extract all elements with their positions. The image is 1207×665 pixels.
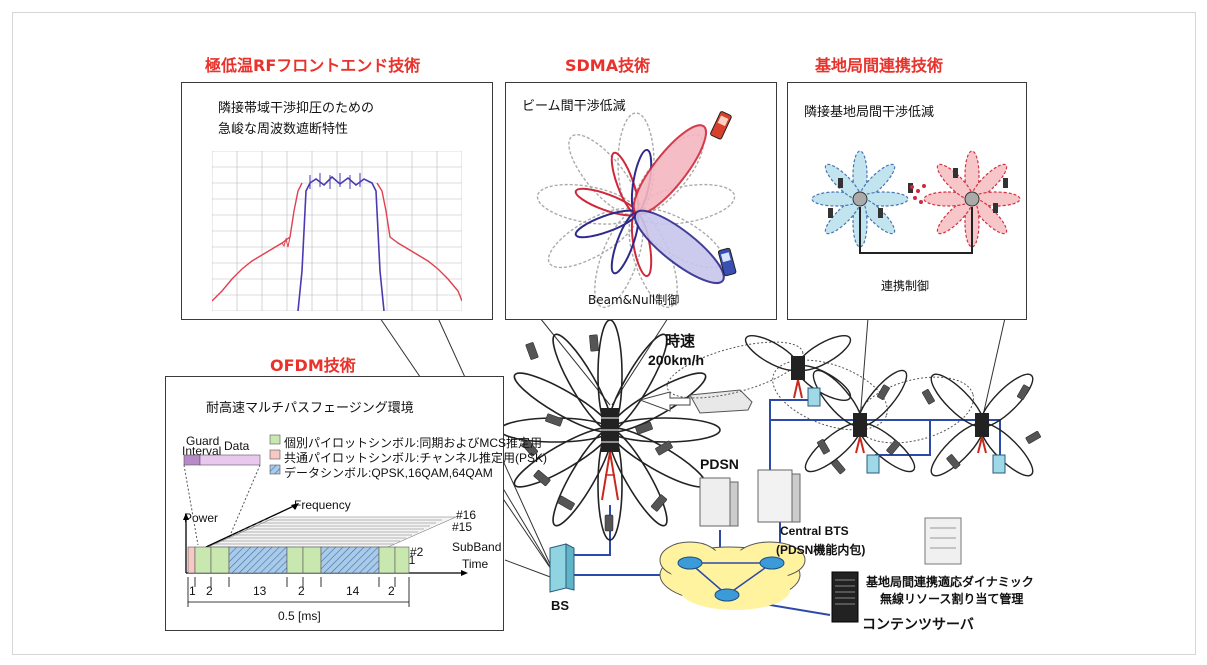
interference-dots: [910, 184, 926, 204]
segment-4: 2: [298, 584, 305, 598]
panel-sdma: ビーム間干渉低減: [505, 82, 777, 320]
sdma-heading: ビーム間干渉低減: [522, 99, 626, 114]
data-bar: [199, 454, 261, 466]
ofdm-heading: 耐高速マルチパスフェージング環境: [206, 401, 414, 416]
subband-16-label: #16: [456, 508, 477, 522]
mobile-terminals-right: [817, 384, 1041, 475]
main-base-station: [499, 319, 721, 541]
panel-ofdm: 耐高速マルチパスフェージング環境 Guard Interval Data 個別パ…: [165, 376, 547, 631]
resource-manager-label-2: 無線リソース割り当て管理: [880, 592, 1024, 606]
ofdm-frame-plot: [183, 434, 468, 607]
direction-arrow-icon: [638, 391, 691, 412]
segment-6: 2: [388, 584, 395, 598]
callout-line-coop-2: [981, 317, 1006, 421]
legend-item-common-pilot: 共通パイロットシンボル:チャンネル推定用(PSK): [284, 451, 547, 465]
coop-heading: 隣接基地局間干渉低減: [804, 105, 935, 120]
phone-red-icon: [710, 111, 732, 140]
title-bs-cooperation: 基地局間連携技術: [815, 56, 944, 75]
interval-label: Interval: [182, 444, 222, 458]
guard-label: Guard: [186, 434, 220, 448]
frequency-axis-label: Frequency: [294, 498, 351, 512]
legend-swatch-hatched: [269, 464, 281, 475]
power-axis-label: Power: [184, 511, 219, 525]
core-network-cloud: [659, 541, 806, 610]
speed-label: 時速: [665, 333, 696, 350]
segment-3: 13: [253, 584, 267, 598]
subband-2-label: #2: [410, 545, 424, 559]
legend-item-data-symbol: データシンボル:QPSK,16QAM,64QAM: [284, 466, 493, 480]
guard-interval-bar: [183, 454, 201, 466]
subband-15-label: #15: [452, 520, 473, 534]
callout-line-ofdm-2: [504, 559, 554, 579]
sdma-caption: Beam&Null制御: [588, 293, 680, 307]
rf-heading-line2: 急峻な周波数遮断特性: [218, 122, 349, 137]
cooperation-plot: [811, 150, 1021, 254]
central-bts-label: Central BTS: [780, 524, 849, 538]
filter-spectrum-plot: [212, 151, 462, 311]
segment-5: 14: [346, 584, 360, 598]
legend-swatch-green: [269, 434, 281, 445]
mobile-terminals: [521, 334, 673, 532]
title-rf-frontend: 極低温RFフロントエンド技術: [205, 56, 421, 75]
base-station-4: [930, 373, 1034, 477]
duration-label: 0.5 [ms]: [278, 609, 321, 623]
base-station-2: [744, 334, 852, 402]
segment-1: 1: [189, 584, 196, 598]
pdsn-server: [699, 477, 739, 527]
pdsn-label: PDSN: [700, 456, 739, 472]
bs-label: BS: [551, 598, 570, 613]
router-icon: [759, 556, 785, 570]
segment-2: 2: [206, 584, 213, 598]
coop-caption: 連携制御: [881, 279, 930, 293]
phone-blue-icon: [717, 247, 737, 277]
bs-cabinet: [549, 543, 575, 593]
resource-manager-server: [924, 517, 962, 565]
central-bts-server: [757, 469, 801, 523]
legend-item-individual-pilot: 個別パイロットシンボル:同期およびMCS推定用: [284, 436, 543, 450]
subband-label: SubBand: [452, 540, 502, 554]
title-ofdm: OFDM技術: [270, 356, 356, 375]
router-icon: [714, 588, 740, 602]
vehicle-icon: [638, 389, 753, 414]
title-sdma: SDMA技術: [565, 56, 651, 75]
beam-pattern-plot: [536, 111, 737, 309]
resource-manager-label-1: 基地局間連携適応ダイナミック: [866, 575, 1034, 589]
base-station-3: [804, 369, 916, 473]
router-icon: [677, 556, 703, 570]
panel-rf-frontend: 隣接帯域干渉抑圧のための 急峻な周波数遮断特性: [181, 82, 493, 320]
cooperation-link: [859, 207, 973, 254]
content-server: [831, 571, 859, 623]
speed-value: 200km/h: [648, 352, 705, 368]
panel-bs-cooperation: 隣接基地局間干渉低減: [787, 82, 1027, 320]
rf-heading-line1: 隣接帯域干渉抑圧のための: [218, 101, 375, 116]
central-bts-sublabel: (PDSN機能内包): [776, 543, 866, 557]
time-axis-label: Time: [462, 557, 489, 571]
small-bts-units: [807, 387, 1006, 474]
callout-line-coop: [859, 317, 869, 421]
legend-swatch-pink: [269, 449, 281, 460]
data-label: Data: [224, 439, 250, 453]
content-server-label: コンテンツサーバ: [862, 616, 974, 632]
